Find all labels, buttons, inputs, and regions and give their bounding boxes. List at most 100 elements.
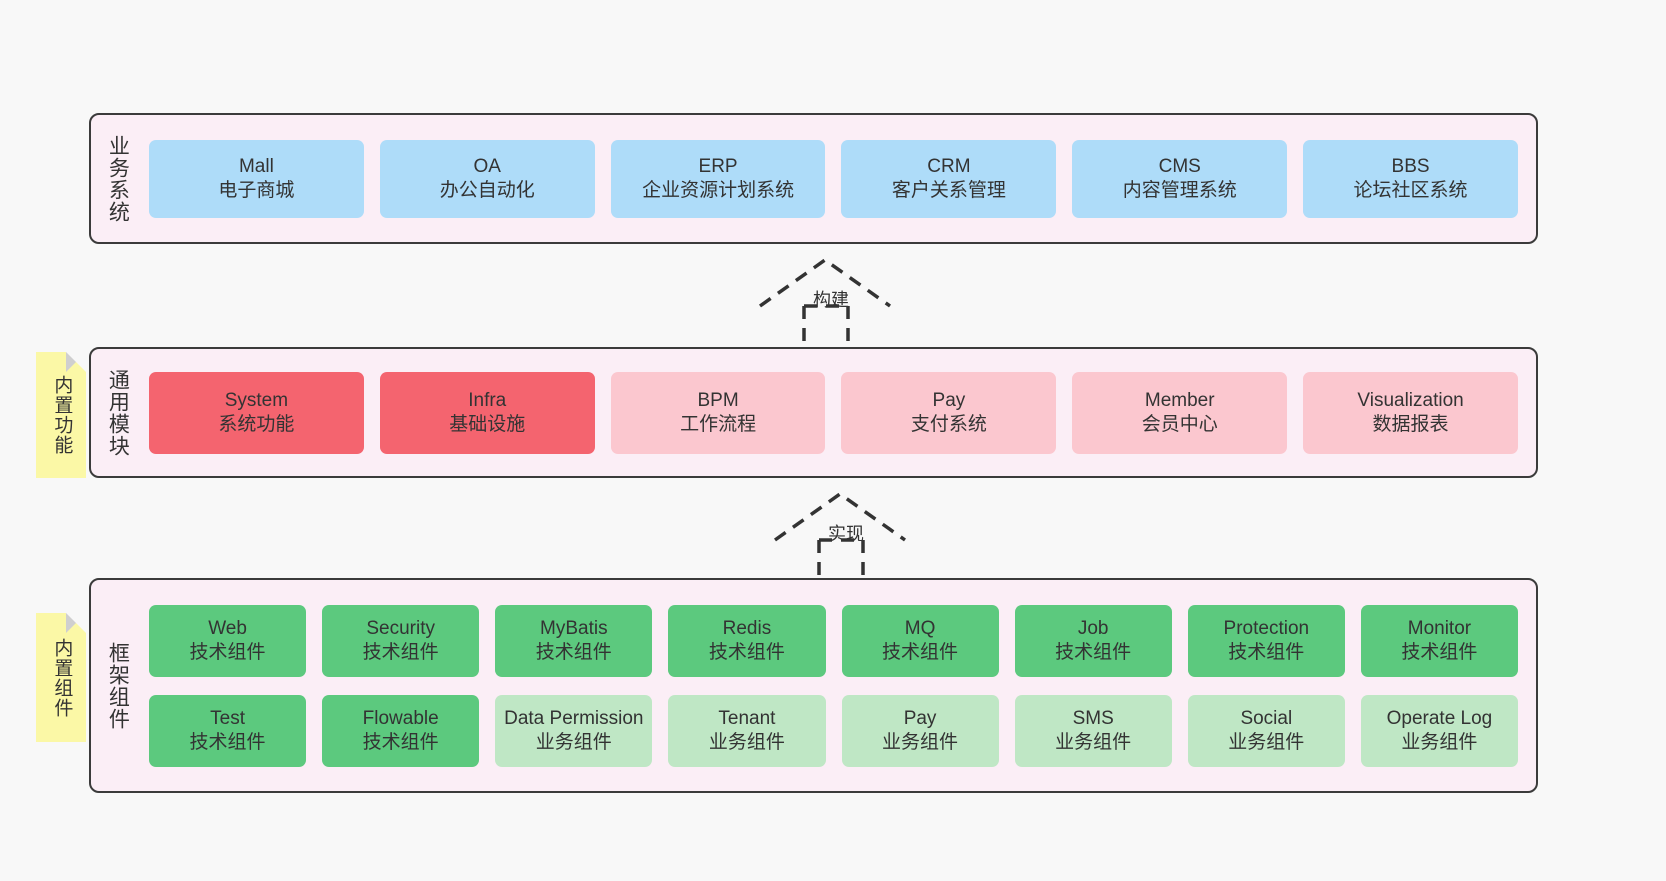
box-title: MQ — [904, 617, 936, 639]
box-monitor[interactable]: Monitor 技术组件 — [1360, 604, 1518, 677]
box-subtitle: 技术组件 — [708, 641, 785, 663]
box-title: Member — [1144, 389, 1215, 411]
box-row: Web 技术组件 Security 技术组件 MyBatis 技术组件 Redi… — [149, 604, 1518, 677]
connector-label-implement: 实现 — [828, 524, 864, 544]
note-fold-icon — [66, 352, 86, 372]
box-subtitle: 业务组件 — [882, 731, 959, 753]
box-subtitle: 基础设施 — [449, 413, 526, 435]
box-mybatis[interactable]: MyBatis 技术组件 — [495, 604, 653, 677]
box-title: Mall — [238, 155, 274, 177]
box-pay-component[interactable]: Pay 业务组件 — [841, 694, 999, 767]
box-row: System 系统功能 Infra 基础设施 BPM 工作流程 Pay 支付系统… — [149, 371, 1518, 454]
box-subtitle: 技术组件 — [1228, 641, 1305, 663]
box-title: Security — [366, 617, 435, 639]
box-operate-log[interactable]: Operate Log 业务组件 — [1360, 694, 1518, 767]
box-bpm[interactable]: BPM 工作流程 — [610, 371, 826, 454]
box-oa[interactable]: OA 办公自动化 — [379, 139, 595, 218]
box-subtitle: 办公自动化 — [439, 179, 535, 201]
box-subtitle: 论坛社区系统 — [1353, 179, 1468, 201]
box-title: MyBatis — [540, 617, 608, 639]
box-security[interactable]: Security 技术组件 — [322, 604, 480, 677]
sticky-note-builtin-function: 内置功能 — [36, 352, 86, 478]
box-title: Protection — [1223, 617, 1310, 639]
box-system[interactable]: System 系统功能 — [149, 371, 364, 454]
box-title: CMS — [1158, 155, 1201, 177]
box-mq[interactable]: MQ 技术组件 — [841, 604, 999, 677]
box-flowable[interactable]: Flowable 技术组件 — [322, 694, 480, 767]
box-subtitle: 技术组件 — [1055, 641, 1132, 663]
box-bbs[interactable]: BBS 论坛社区系统 — [1303, 139, 1518, 218]
box-subtitle: 技术组件 — [362, 731, 439, 753]
box-subtitle: 业务组件 — [535, 731, 612, 753]
connector-stem — [802, 304, 850, 350]
generalization-arrowhead-icon — [773, 491, 907, 542]
box-title: Operate Log — [1386, 707, 1493, 729]
box-title: Visualization — [1357, 389, 1464, 411]
box-subtitle: 企业资源计划系统 — [642, 179, 795, 201]
layer-body-common-module: System 系统功能 Infra 基础设施 BPM 工作流程 Pay 支付系统… — [143, 349, 1536, 476]
box-title: Tenant — [718, 707, 776, 729]
connector-label-build: 构建 — [813, 290, 849, 310]
connector-stem — [817, 538, 865, 584]
box-sms[interactable]: SMS 业务组件 — [1014, 694, 1172, 767]
box-visualization[interactable]: Visualization 数据报表 — [1303, 371, 1518, 454]
connector-implement: 实现 — [773, 491, 955, 584]
box-subtitle: 业务组件 — [708, 731, 785, 753]
box-erp[interactable]: ERP 企业资源计划系统 — [610, 139, 826, 218]
box-redis[interactable]: Redis 技术组件 — [668, 604, 826, 677]
box-title: BBS — [1391, 155, 1430, 177]
box-subtitle: 业务组件 — [1401, 731, 1478, 753]
box-cms[interactable]: CMS 内容管理系统 — [1072, 139, 1288, 218]
sticky-note-builtin-component: 内置组件 — [36, 613, 86, 742]
box-test[interactable]: Test 技术组件 — [149, 694, 307, 767]
box-subtitle: 技术组件 — [882, 641, 959, 663]
box-subtitle: 技术组件 — [189, 731, 266, 753]
box-subtitle: 系统功能 — [218, 413, 295, 435]
box-subtitle: 电子商城 — [218, 179, 295, 201]
note-fold-icon — [66, 613, 86, 633]
layer-label-common-module: 通用模块 — [106, 368, 130, 457]
box-pay-module[interactable]: Pay 支付系统 — [841, 371, 1057, 454]
layer-body-framework-component: Web 技术组件 Security 技术组件 MyBatis 技术组件 Redi… — [143, 580, 1536, 791]
layer-label-framework-component: 框架组件 — [106, 641, 130, 730]
box-title: Data Permission — [504, 707, 644, 729]
box-subtitle: 会员中心 — [1141, 413, 1218, 435]
box-title: System — [224, 389, 289, 411]
box-title: Pay — [932, 389, 966, 411]
connector-build: 构建 — [758, 257, 940, 350]
sticky-note-label: 内置功能 — [51, 375, 73, 455]
layer-framework-component: 框架组件 Web 技术组件 Security 技术组件 MyBatis 技术组件… — [89, 578, 1538, 793]
box-title: ERP — [698, 155, 738, 177]
box-subtitle: 技术组件 — [189, 641, 266, 663]
box-title: Web — [208, 617, 247, 639]
box-infra[interactable]: Infra 基础设施 — [379, 371, 595, 454]
layer-label-business-system: 业务系统 — [106, 134, 130, 223]
box-subtitle: 业务组件 — [1228, 731, 1305, 753]
box-member[interactable]: Member 会员中心 — [1072, 371, 1288, 454]
box-data-permission[interactable]: Data Permission 业务组件 — [495, 694, 653, 767]
box-subtitle: 数据报表 — [1372, 413, 1449, 435]
box-title: SMS — [1072, 707, 1114, 729]
box-web[interactable]: Web 技术组件 — [149, 604, 307, 677]
box-subtitle: 支付系统 — [910, 413, 987, 435]
box-title: Infra — [468, 389, 507, 411]
box-title: Pay — [903, 707, 937, 729]
box-crm[interactable]: CRM 客户关系管理 — [841, 139, 1057, 218]
box-title: BPM — [697, 389, 739, 411]
box-row: Test 技术组件 Flowable 技术组件 Data Permission … — [149, 694, 1518, 767]
layer-business-system: 业务系统 Mall 电子商城 OA 办公自动化 ERP 企业资源计划系统 CRM… — [89, 113, 1538, 244]
box-tenant[interactable]: Tenant 业务组件 — [668, 694, 826, 767]
box-subtitle: 业务组件 — [1055, 731, 1132, 753]
box-job[interactable]: Job 技术组件 — [1014, 604, 1172, 677]
generalization-arrowhead-icon — [758, 257, 892, 308]
box-mall[interactable]: Mall 电子商城 — [149, 139, 364, 218]
box-title: OA — [473, 155, 501, 177]
box-social[interactable]: Social 业务组件 — [1187, 694, 1345, 767]
box-title: Test — [210, 707, 245, 729]
box-subtitle: 技术组件 — [535, 641, 612, 663]
box-title: Monitor — [1407, 617, 1472, 639]
box-title: CRM — [927, 155, 971, 177]
box-protection[interactable]: Protection 技术组件 — [1187, 604, 1345, 677]
box-title: Redis — [722, 617, 772, 639]
